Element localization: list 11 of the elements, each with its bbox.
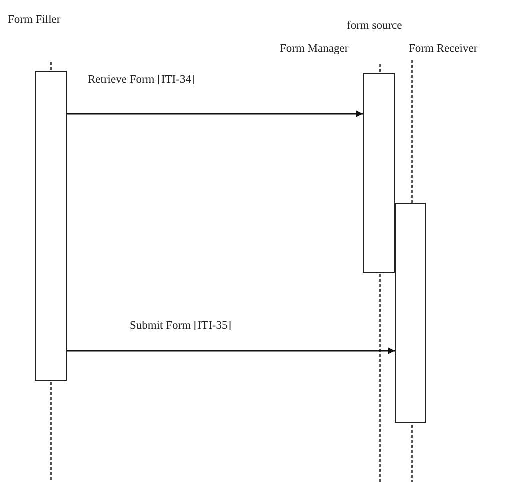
participant-name: Form Receiver bbox=[409, 43, 478, 55]
edge-label: Submit Form [ITI-35] bbox=[130, 320, 232, 332]
participant-name: Form Filler bbox=[8, 14, 61, 26]
message-arrow bbox=[67, 110, 363, 118]
activation-box bbox=[363, 73, 395, 273]
activation-box bbox=[35, 71, 67, 381]
activation-box bbox=[395, 203, 426, 423]
participant-name: Form Manager bbox=[280, 43, 349, 55]
message-arrow bbox=[67, 348, 395, 354]
edge-label: Retrieve Form [ITI-34] bbox=[88, 74, 196, 86]
stereotype-label: form source bbox=[347, 20, 402, 32]
